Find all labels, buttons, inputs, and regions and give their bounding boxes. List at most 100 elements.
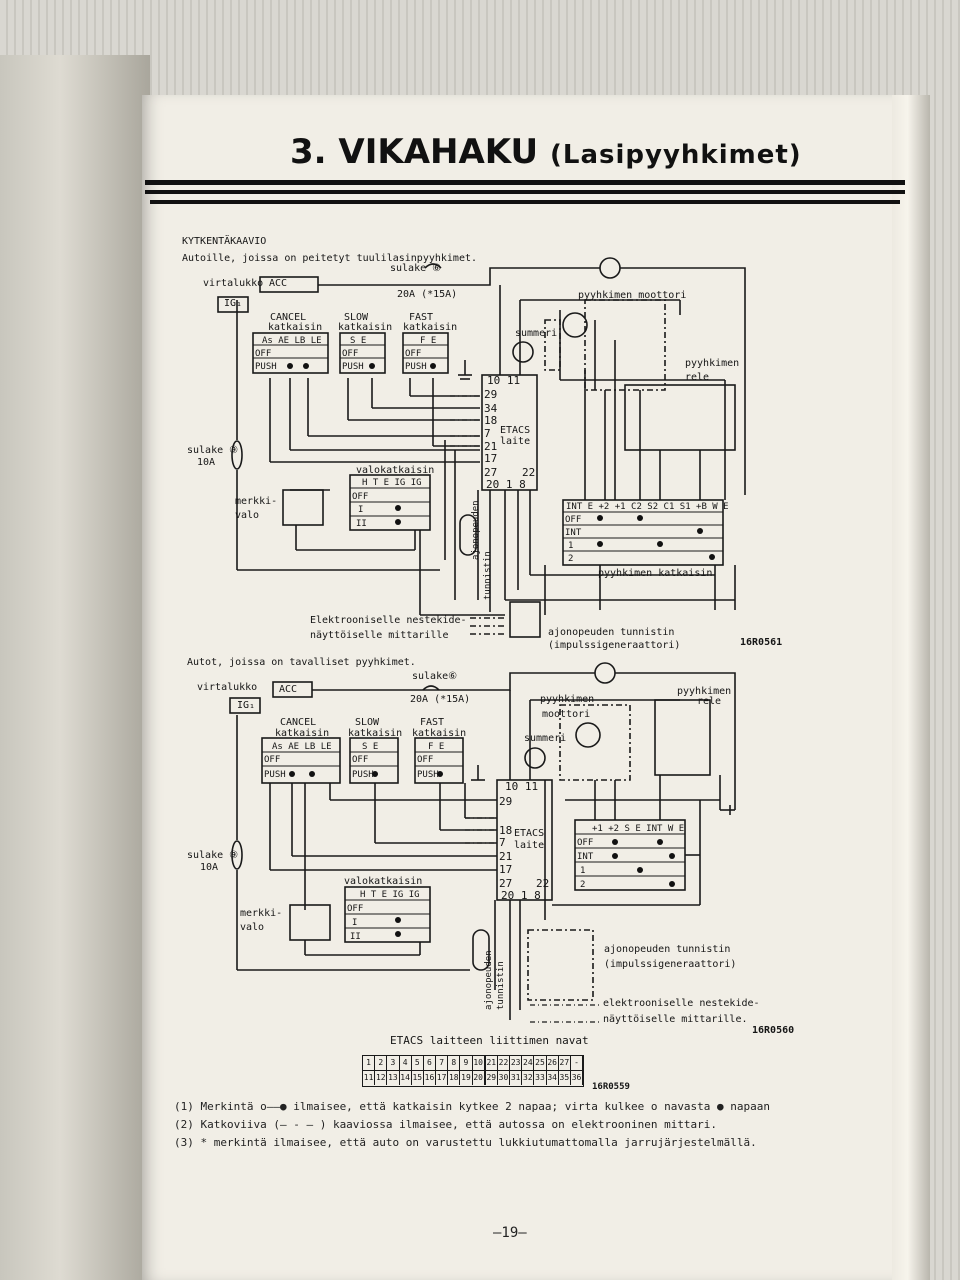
connector-pin: 18 (448, 1071, 461, 1085)
wiper-switch-label: pyyhkimen katkaisin (598, 568, 713, 579)
svg-text:29: 29 (499, 795, 512, 808)
svg-text:2: 2 (568, 554, 573, 564)
elektr-label-1: Elektrooniselle nestekide- (310, 615, 467, 626)
cancel-katkaisin: katkaisin (268, 322, 323, 333)
fast-label: FAST (409, 312, 434, 323)
svg-text:+1 +2 S E INT W E: +1 +2 S E INT W E (592, 824, 684, 834)
svg-text:PUSH: PUSH (255, 362, 277, 372)
b-fast-label: FAST (420, 717, 445, 728)
valokatkaisin-label: valokatkaisin (356, 465, 435, 476)
connector-pin: 33 (534, 1071, 547, 1085)
ig-label: IG₁ (224, 298, 243, 309)
connector-pin: 16 (424, 1071, 437, 1085)
b-sulake6-label: sulake⑥ (412, 671, 458, 682)
etacs-label: ETACS (500, 425, 531, 436)
valo-label: valo (235, 510, 260, 521)
bottom-caption: Autot, joissa on tavalliset pyyhkimet. (187, 657, 416, 668)
connector-pin: 31 (510, 1071, 523, 1085)
svg-text:PUSH: PUSH (264, 770, 286, 780)
svg-text:27: 27 (484, 466, 497, 479)
note-3: (3) * merkintä ilmaisee, että auto on va… (174, 1136, 757, 1149)
svg-text:22: 22 (522, 466, 535, 479)
connector-pin: 2 (375, 1056, 388, 1070)
connector-pin: 5 (412, 1056, 424, 1070)
svg-text:PUSH: PUSH (417, 770, 439, 780)
svg-text:PUSH: PUSH (352, 770, 374, 780)
svg-text:29: 29 (484, 388, 497, 401)
connector-pin: 12 (375, 1071, 388, 1085)
svg-text:H T E IG IG: H T E IG IG (362, 478, 422, 488)
svg-text:PUSH: PUSH (405, 362, 427, 372)
svg-text:7: 7 (484, 427, 491, 440)
svg-text:II: II (350, 932, 361, 942)
svg-text:27: 27 (499, 877, 512, 890)
connector-pin: 23 (510, 1056, 523, 1070)
wiper-motor-label: pyyhkimen moottori (578, 290, 687, 301)
b-fuse-rating: 20A (*15A) (410, 694, 471, 705)
connector-pin: 20 (473, 1071, 486, 1085)
laite-label: laite (500, 436, 531, 447)
bottom-figure-code: 16R0560 (752, 1025, 795, 1036)
b-etacs-label: ETACS (514, 828, 545, 839)
connector-pin: 19 (460, 1071, 473, 1085)
note-1: (1) Merkintä o——● ilmaisee, että katkais… (174, 1100, 771, 1113)
svg-text:7: 7 (499, 836, 506, 849)
svg-text:OFF: OFF (565, 515, 581, 525)
title-main: 3. VIKAHAKU (290, 132, 539, 172)
svg-text:17: 17 (499, 863, 512, 876)
connector-pin: 14 (400, 1071, 412, 1085)
b-speed-sensor-label: ajonopeuden tunnistin (604, 944, 731, 955)
b-acc-label: ACC (279, 684, 298, 695)
fuse-rating: 20A (*15A) (397, 289, 458, 300)
svg-text:21: 21 (484, 440, 497, 453)
connector-pin: 9 (460, 1056, 473, 1070)
slow-katkaisin: katkaisin (338, 322, 393, 333)
svg-text:OFF: OFF (352, 492, 368, 502)
connector-pin: 34 (547, 1071, 559, 1085)
svg-text:S E: S E (362, 742, 378, 752)
left-page (0, 55, 150, 1280)
svg-text:OFF: OFF (347, 904, 363, 914)
connector-pin: 29 (486, 1071, 498, 1085)
b-impulse-gen-label: (impulssigeneraattori) (604, 959, 737, 970)
svg-text:II: II (356, 519, 367, 529)
svg-text:H T E IG IG: H T E IG IG (360, 890, 420, 900)
svg-text:OFF: OFF (417, 755, 433, 765)
summeri-label: summeri (515, 328, 558, 339)
note-2: (2) Katkoviiva (— - — ) kaaviossa ilmais… (174, 1118, 718, 1131)
svg-text:10 11: 10 11 (487, 374, 520, 387)
connector-title: ETACS laitteen liittimen navat (390, 1034, 589, 1047)
top-figure-code: 16R0561 (740, 637, 783, 648)
sulake9-label: sulake ⑨ (187, 445, 239, 456)
connector-pin: 32 (522, 1071, 535, 1085)
acc-label: ACC (269, 278, 288, 289)
b-sulake9-label: sulake ⑨ (187, 850, 239, 861)
connector-pin: 24 (522, 1056, 535, 1070)
b-cancel-katkaisin: katkaisin (275, 728, 330, 739)
connector-pin: 11 (363, 1071, 376, 1085)
connector-pin: 10 (473, 1056, 486, 1070)
svg-text:10 11: 10 11 (505, 780, 538, 793)
connector-pin: - (571, 1056, 584, 1070)
slow-label: SLOW (344, 312, 369, 323)
connector-figure-code: 16R0559 (592, 1082, 630, 1092)
connector-pin: 22 (498, 1056, 511, 1070)
impulse-gen-label: (impulssigeneraattori) (548, 640, 681, 651)
connector-pin: 21 (486, 1056, 498, 1070)
connector-pin: 35 (559, 1071, 571, 1085)
connector-pin: 36 (571, 1071, 584, 1085)
connector-pin: 6 (424, 1056, 437, 1070)
svg-text:OFF: OFF (352, 755, 368, 765)
b-valo-label: valo (240, 922, 265, 933)
b-wiper-motor-1: pyyhkimen (540, 694, 595, 705)
sulake6-label: sulake ⑥ (390, 263, 442, 274)
connector-pin: 7 (436, 1056, 449, 1070)
b-laite-label: laite (514, 840, 545, 851)
elektr-label-2: näyttöiselle mittarille (310, 630, 449, 641)
b-fast-katkaisin: katkaisin (412, 728, 467, 739)
title-rule-2 (145, 190, 905, 194)
svg-text:I: I (358, 505, 363, 515)
title-rule-3 (150, 200, 900, 204)
cancel-label: CANCEL (270, 312, 307, 323)
